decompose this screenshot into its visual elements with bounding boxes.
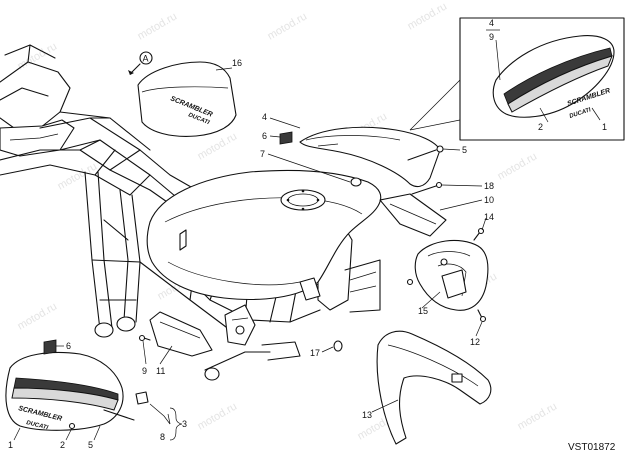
- diagram-code: VST01872: [568, 442, 616, 453]
- callout-10: 10: [484, 195, 494, 205]
- watermark: motod.ru: [56, 160, 100, 192]
- callout-4: 4: [262, 112, 267, 122]
- watermark: motod.ru: [496, 150, 540, 182]
- inset-callout-1: 1: [602, 122, 607, 132]
- part-16-cover: SCRAMBLER DUCATI A: [128, 51, 237, 137]
- callout-14: 14: [484, 212, 494, 222]
- part-13-fender: [376, 330, 492, 445]
- callout-3: 3: [182, 419, 187, 429]
- watermark: motod.ru: [196, 400, 240, 432]
- callout-5: 5: [462, 145, 467, 155]
- inset-callout-9: 9: [489, 32, 494, 42]
- callout-6: 6: [262, 131, 267, 141]
- callout-8: 8: [160, 432, 165, 442]
- bottom-side-panel: SCRAMBLER DUCATI: [5, 339, 149, 431]
- watermark: motod.ru: [266, 10, 310, 42]
- callout-bottom-1: 1: [8, 440, 13, 450]
- part-15-box: [406, 227, 489, 323]
- part-11-bracket: [138, 311, 213, 357]
- callout-bottom-2: 2: [60, 440, 65, 450]
- callout-7: 7: [260, 149, 265, 159]
- inset-callout-4: 4: [489, 18, 494, 28]
- fuel-tank: [146, 169, 382, 301]
- watermark: motod.ru: [516, 400, 560, 432]
- callout-13: 13: [362, 410, 372, 420]
- inset-callout-2: 2: [538, 122, 543, 132]
- callout-9: 9: [142, 366, 147, 376]
- part-17-grommet: [333, 340, 343, 352]
- view-marker-circle: [139, 51, 153, 65]
- inset-box: SCRAMBLER DUCATI: [409, 17, 625, 141]
- callout-18: 18: [484, 181, 494, 191]
- watermark: motod.ru: [406, 0, 450, 32]
- callout-bottom-5: 5: [88, 440, 93, 450]
- callout-11: 11: [156, 366, 165, 376]
- watermark: motod.ru: [16, 300, 60, 332]
- callout-bottom-6: 6: [66, 341, 71, 351]
- callout-17: 17: [310, 348, 320, 358]
- part-10-bracket: [379, 181, 447, 237]
- callout-numbers: 16 4 6 7 5 18 10 14 12 15 13 17 11 9 3 8…: [8, 18, 607, 450]
- leader-lines: [13, 39, 601, 441]
- watermark: motod.ru: [136, 10, 180, 42]
- callout-15: 15: [418, 306, 428, 316]
- bottom-model-text: DUCATI: [26, 420, 49, 431]
- callout-16: 16: [232, 58, 242, 68]
- callout-12: 12: [470, 337, 480, 347]
- view-marker-label: A: [143, 54, 149, 64]
